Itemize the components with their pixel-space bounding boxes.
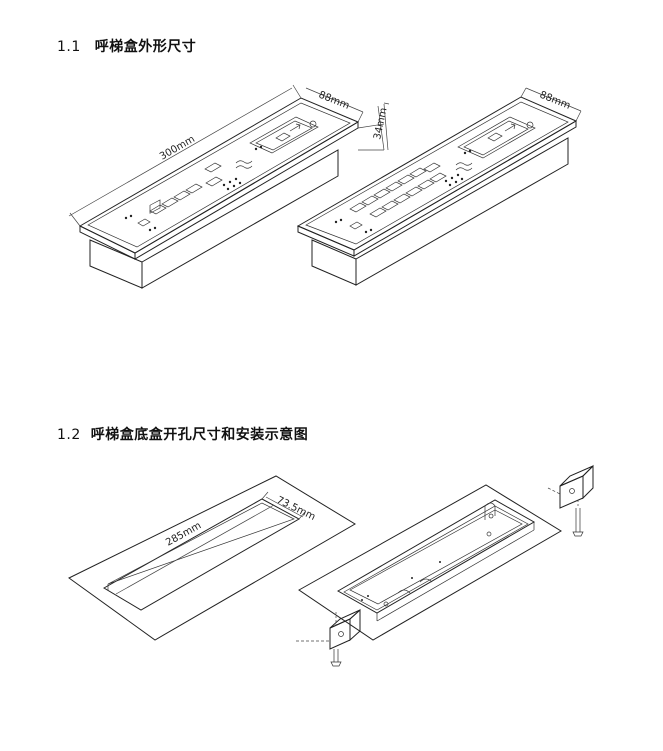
dim-width-right-label: 88mm bbox=[538, 90, 572, 112]
section-1-title: 呼梯盒外形尺寸 bbox=[94, 39, 197, 55]
dim-length-label: 300mm bbox=[158, 134, 197, 163]
section-2-title: 呼梯盒底盒开孔尺寸和安装示意图 bbox=[90, 427, 309, 443]
section-1-number: 1.1 bbox=[57, 39, 81, 55]
section-2-heading: 1.2 呼梯盒底盒开孔尺寸和安装示意图 bbox=[57, 424, 308, 444]
call-box-left-drawing bbox=[68, 84, 390, 289]
installation-drawing bbox=[296, 464, 594, 667]
section-2-number: 1.2 bbox=[57, 427, 81, 443]
dim-width-left-label: 88mm bbox=[317, 90, 351, 112]
cutout-drawing bbox=[68, 475, 356, 641]
section-1-heading: 1.1 呼梯盒外形尺寸 bbox=[57, 36, 196, 56]
call-box-right-drawing bbox=[296, 87, 582, 286]
